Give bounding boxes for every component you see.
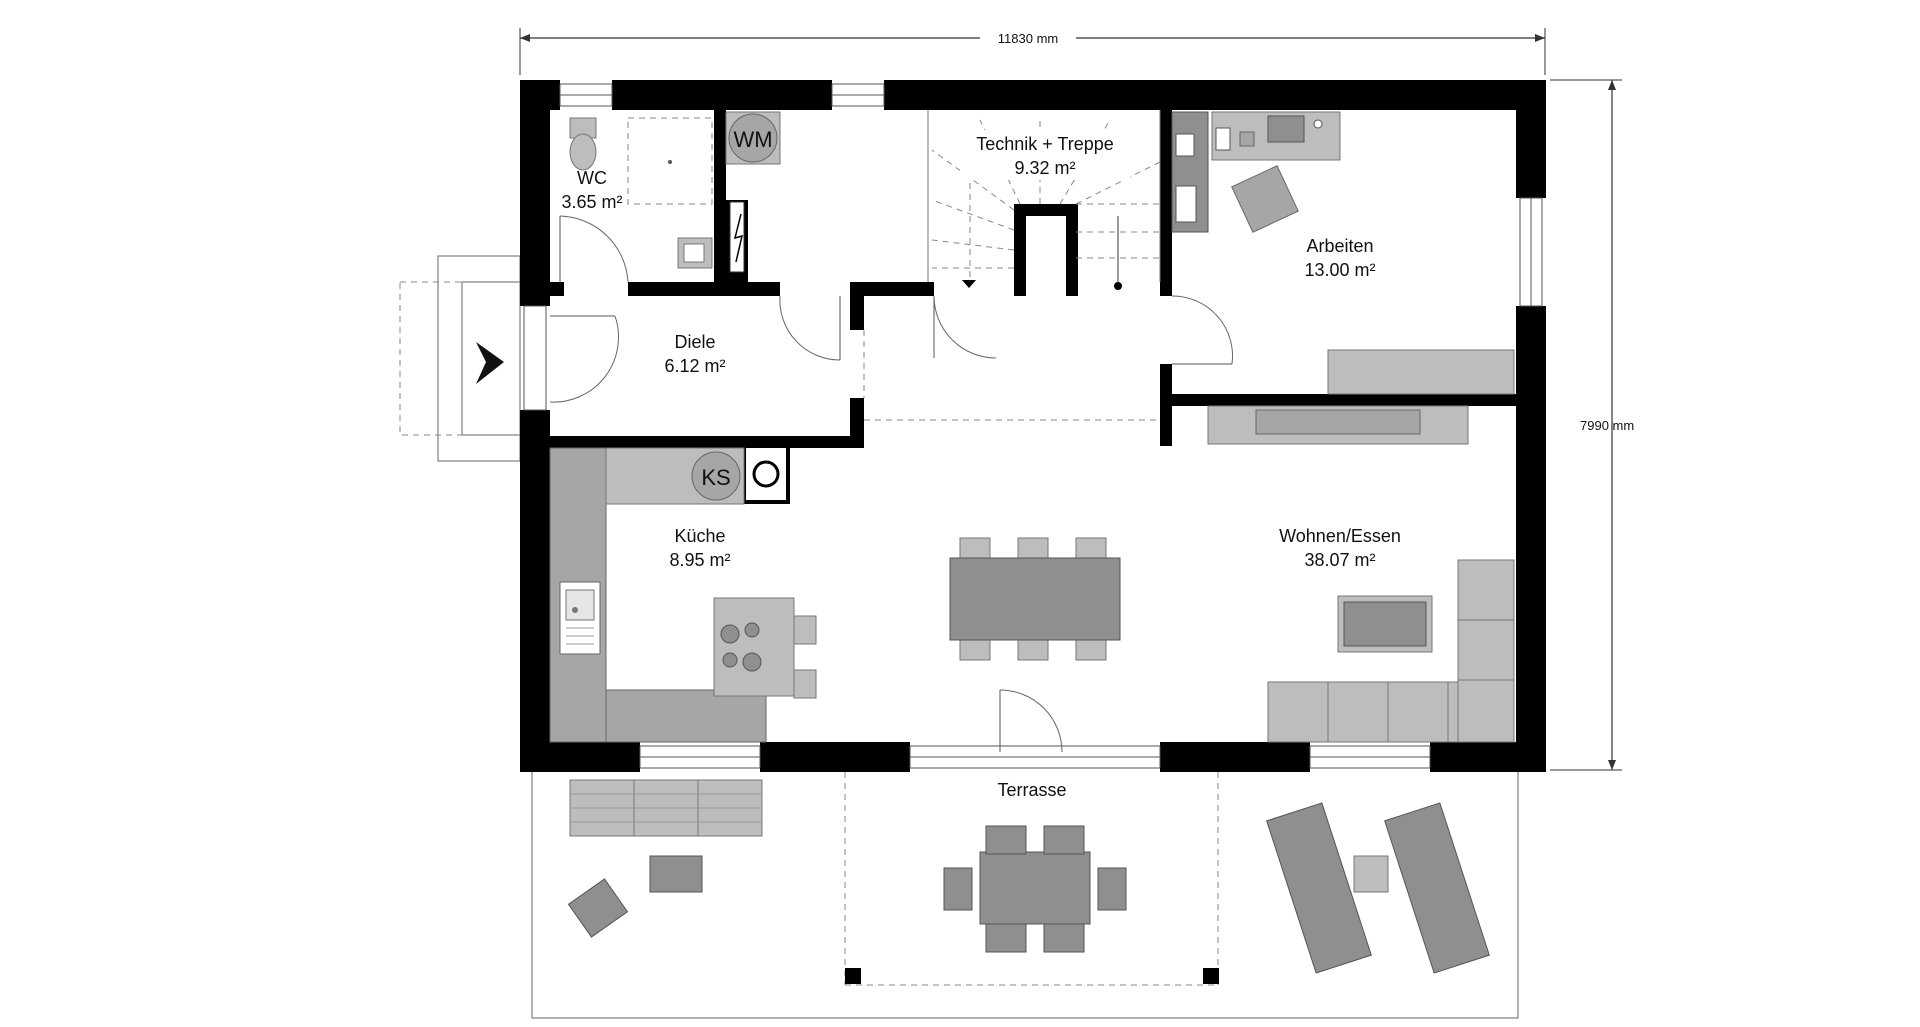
room-technik-area: 9.32 m² — [1014, 158, 1075, 178]
entrance-arrow-icon — [476, 342, 504, 384]
room-wohnen-name: Wohnen/Essen — [1279, 526, 1401, 546]
room-arbeiten-area: 13.00 m² — [1304, 260, 1375, 280]
entrance-canopy — [399, 255, 521, 462]
height-label: 7990 mm — [1580, 418, 1634, 433]
room-wc-area: 3.65 m² — [561, 192, 622, 212]
tv-sideboard — [1207, 405, 1469, 445]
width-label: 11830 mm — [998, 31, 1058, 46]
room-wc: WC 3.65 m² — [561, 168, 622, 212]
room-arbeiten: Arbeiten 13.00 m² — [1304, 236, 1375, 280]
room-kueche: Küche 8.95 m² — [669, 526, 730, 570]
room-kueche-area: 8.95 m² — [669, 550, 730, 570]
room-arbeiten-name: Arbeiten — [1306, 236, 1373, 256]
sofa — [1267, 559, 1515, 743]
fridge: KS — [691, 451, 741, 501]
room-technik: Technik + Treppe 9.32 m² — [960, 130, 1130, 180]
room-technik-name: Technik + Treppe — [976, 134, 1114, 154]
kitchen-counters — [549, 447, 817, 743]
outer-walls — [520, 80, 1546, 772]
room-wohnen: Wohnen/Essen 38.07 m² — [1279, 526, 1401, 570]
dimension-width: 11830 mm — [519, 28, 1546, 75]
office-furniture — [1171, 111, 1515, 395]
windows — [523, 83, 1543, 769]
terrace-bench — [569, 779, 763, 837]
doors — [549, 215, 1234, 753]
room-terrasse: Terrasse — [997, 780, 1066, 800]
room-kueche-name: Küche — [674, 526, 725, 546]
electric-panel — [729, 201, 745, 273]
room-wohnen-area: 38.07 m² — [1304, 550, 1375, 570]
terrace-dining-set — [943, 825, 1127, 953]
sun-loungers — [1266, 802, 1490, 974]
terrace-side-table — [649, 855, 703, 893]
washing-machine: WM — [725, 111, 781, 165]
dining-table — [949, 537, 1121, 661]
wc-fixtures — [569, 117, 713, 269]
fridge-label: KS — [701, 465, 730, 490]
room-terrasse-name: Terrasse — [997, 780, 1066, 800]
dimension-height: 7990 mm — [1550, 79, 1634, 771]
room-wc-name: WC — [577, 168, 607, 188]
terrace-chair — [567, 878, 629, 938]
terrace-area — [531, 770, 1519, 1019]
room-diele: Diele 6.12 m² — [664, 332, 725, 376]
room-diele-name: Diele — [674, 332, 715, 352]
washing-machine-label: WM — [733, 127, 772, 152]
room-diele-area: 6.12 m² — [664, 356, 725, 376]
